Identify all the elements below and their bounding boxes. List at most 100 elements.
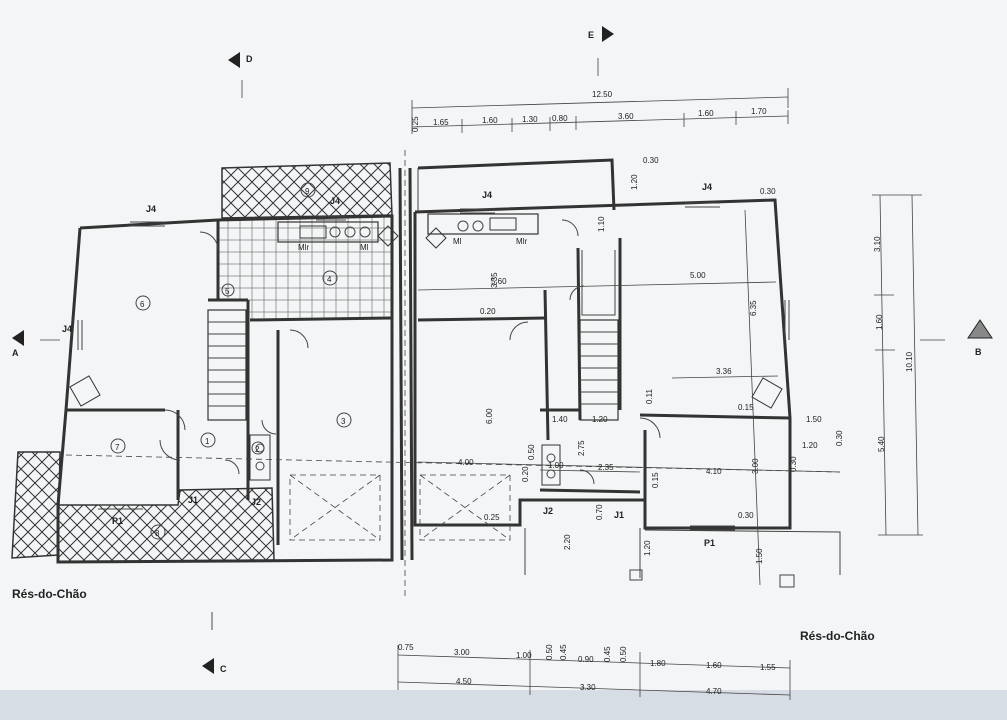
label-p1-left: P1 (112, 516, 123, 526)
label-j4-kitchen: J4 (330, 196, 340, 206)
svg-text:2.35: 2.35 (598, 463, 614, 472)
interior-dimensions: 1.10 3.35 5.60 5.00 6.35 3.36 0.15 0.11 … (417, 209, 844, 586)
svg-text:6.00: 6.00 (485, 408, 494, 424)
svg-text:4.70: 4.70 (706, 687, 722, 696)
room-1: 1 (205, 437, 210, 446)
svg-text:3.35: 3.35 (490, 272, 499, 288)
svg-text:0.90: 0.90 (578, 655, 594, 664)
svg-text:0.45: 0.45 (603, 646, 612, 662)
svg-text:3.10: 3.10 (873, 236, 882, 252)
svg-text:1.60: 1.60 (875, 314, 884, 330)
svg-text:5.40: 5.40 (877, 436, 886, 452)
svg-text:1.20: 1.20 (643, 540, 652, 556)
svg-text:3.00: 3.00 (454, 648, 470, 657)
hatched-patio-left (11, 451, 61, 559)
room-9: 9 (305, 187, 310, 196)
svg-text:0.50: 0.50 (527, 444, 536, 460)
svg-text:0.15: 0.15 (738, 403, 754, 412)
room-3: 3 (341, 417, 346, 426)
svg-text:0.25: 0.25 (484, 513, 500, 522)
svg-text:1.00: 1.00 (516, 651, 532, 660)
svg-text:D: D (246, 54, 253, 64)
section-marker-a: A (12, 330, 24, 358)
svg-text:B: B (975, 347, 982, 357)
svg-text:4.50: 4.50 (456, 677, 472, 686)
parking-right (419, 474, 511, 541)
svg-text:1.20: 1.20 (592, 415, 608, 424)
svg-text:3.00: 3.00 (751, 458, 760, 474)
svg-text:3.30: 3.30 (580, 683, 596, 692)
svg-text:1.65: 1.65 (433, 118, 449, 127)
svg-text:0.50: 0.50 (619, 646, 628, 662)
lower-extensions (524, 528, 841, 588)
room-8: 8 (155, 529, 160, 538)
svg-text:C: C (220, 664, 227, 674)
staircase-right (579, 250, 619, 421)
svg-text:E: E (588, 30, 594, 40)
svg-text:1.50: 1.50 (806, 415, 822, 424)
section-marker-b: B (967, 319, 993, 357)
section-marker-e: E (588, 26, 614, 42)
right-dimensions: 10.10 3.10 1.60 5.40 (872, 194, 923, 536)
room-7: 7 (115, 443, 120, 452)
label-j2-right: J2 (543, 506, 553, 516)
armchairs (69, 375, 783, 409)
opening-labels: J4 J4 J4 J4 J4 J1 J1 J2 J2 P1 P1 (62, 182, 715, 548)
svg-text:12.50: 12.50 (592, 90, 613, 99)
svg-text:0.75: 0.75 (398, 643, 414, 652)
top-dimensions: 12.50 1.65 1.60 1.30 0.80 3.60 1.60 1.70… (411, 88, 789, 196)
svg-text:3.36: 3.36 (716, 367, 732, 376)
svg-text:1.40: 1.40 (552, 415, 568, 424)
svg-text:1.70: 1.70 (751, 107, 767, 116)
room-4: 4 (327, 275, 332, 284)
svg-text:2.75: 2.75 (577, 440, 586, 456)
label-j4-west: J4 (62, 324, 72, 334)
svg-text:1.60: 1.60 (706, 661, 722, 670)
room-markers: 1 2 3 4 5 6 7 8 9 (110, 182, 352, 540)
svg-text:5.60: 5.60 (491, 277, 507, 286)
svg-text:4.00: 4.00 (458, 458, 474, 467)
bottom-dimensions: 0.75 3.00 1.00 0.50 0.45 0.90 0.45 0.50 … (397, 643, 791, 700)
drawing-title-left: Rés-do-Chão (12, 587, 87, 601)
section-marker-d: D (228, 52, 253, 68)
parking-left (289, 474, 381, 541)
svg-text:1.80: 1.80 (650, 659, 666, 668)
label-p1-right: P1 (704, 538, 715, 548)
svg-text:1.50: 1.50 (755, 548, 764, 564)
svg-text:0.30: 0.30 (643, 156, 659, 165)
svg-text:0.70: 0.70 (595, 504, 604, 520)
svg-text:1.60: 1.60 (482, 116, 498, 125)
kitchen-counter-right (425, 213, 539, 249)
svg-text:Mlr: Mlr (298, 243, 309, 252)
label-j4-mid: J4 (482, 190, 492, 200)
drawing-title-right: Rés-do-Chão (800, 629, 875, 643)
svg-text:0.30: 0.30 (789, 456, 798, 472)
appliance-labels: Mlr Ml Ml Mlr (298, 237, 527, 252)
svg-text:1.20: 1.20 (802, 441, 818, 450)
label-j4-left: J4 (146, 204, 156, 214)
section-marker-c: C (202, 658, 227, 674)
windows (77, 202, 790, 531)
svg-text:0.50: 0.50 (545, 644, 554, 660)
svg-text:0.80: 0.80 (552, 114, 568, 123)
svg-text:Mlr: Mlr (516, 237, 527, 246)
svg-text:0.30: 0.30 (760, 187, 776, 196)
svg-text:1.60: 1.60 (698, 109, 714, 118)
svg-text:1.10: 1.10 (597, 216, 606, 232)
kitchen-counter-left (277, 221, 399, 247)
label-j1-right: J1 (614, 510, 624, 520)
svg-text:4.10: 4.10 (706, 467, 722, 476)
svg-text:0.20: 0.20 (480, 307, 496, 316)
label-j1-left: J1 (188, 495, 198, 505)
svg-text:1.00: 1.00 (548, 461, 564, 470)
label-j2-left: J2 (251, 497, 261, 507)
svg-text:Ml: Ml (360, 243, 369, 252)
svg-text:1.30: 1.30 (522, 115, 538, 124)
svg-text:10.10: 10.10 (905, 351, 914, 372)
staircase-left (207, 309, 247, 421)
room-2: 2 (255, 445, 260, 454)
exterior-walls (56, 158, 792, 564)
paper-edge-shadow (0, 690, 1007, 720)
svg-text:1.55: 1.55 (760, 663, 776, 672)
